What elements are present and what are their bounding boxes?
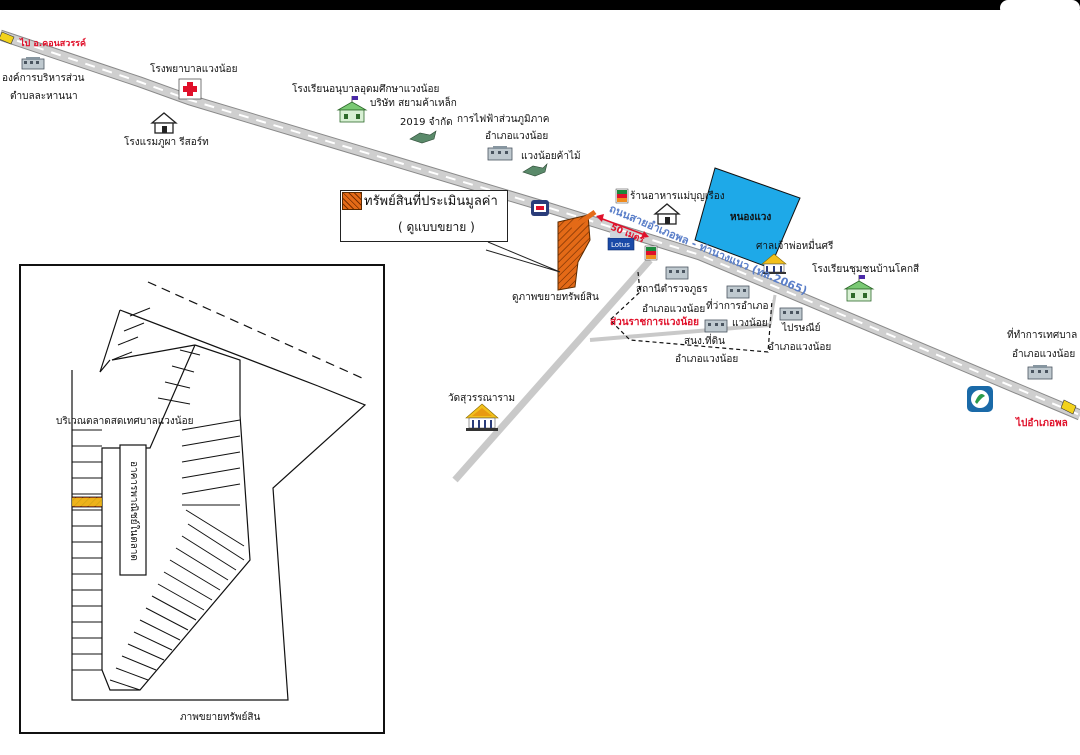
legend-property-swatch xyxy=(342,192,362,210)
inset-parking-left xyxy=(72,429,102,671)
label-lotus: Lotus xyxy=(611,241,630,249)
hospital-icon xyxy=(178,78,202,100)
legend-pointer xyxy=(485,241,561,273)
label-land-office: สนง.ที่ดิน xyxy=(684,336,725,347)
label-police: สถานีตำรวจภูธร xyxy=(636,284,708,295)
label-steel-company-2: 2019 จำกัด xyxy=(400,117,453,128)
label-community-school: โรงเรียนชุมชนบ้านโคกสี xyxy=(812,264,920,275)
shrine-icon xyxy=(761,253,787,274)
label-police-2: อำเภอแวงน้อย xyxy=(642,304,706,315)
municipal-office-icon xyxy=(1027,365,1053,380)
land-office-icon xyxy=(704,319,728,333)
legend-subtitle: ( ดูแบบขยาย ) xyxy=(398,220,475,234)
label-gov-center: ส่วนราชการแวงน้อย xyxy=(610,317,700,328)
label-resort: โรงแรมภูผา รีสอร์ท xyxy=(124,137,209,148)
property-pointer xyxy=(570,209,597,231)
label-district-office-2: แวงน้อย xyxy=(732,318,768,329)
road-end-right xyxy=(1060,399,1077,415)
temple-icon xyxy=(465,403,499,431)
label-timber: แวงน้อยค้าไม้ xyxy=(521,151,581,162)
label-electricity: การไฟฟ้าส่วนภูมิภาค xyxy=(457,114,550,125)
label-shrine: ศาลเจ้าพ่อหมื่นศรี xyxy=(756,241,834,252)
label-post-office-2: อำเภอแวงน้อย xyxy=(768,342,832,353)
legend-title: ทรัพย์สินที่ประเมินมูลค่า xyxy=(364,194,498,209)
inset-parking-upper xyxy=(111,307,241,495)
inset-parking-diagonal xyxy=(109,504,245,691)
school-icon xyxy=(336,96,368,123)
label-restaurant: ร้านอาหารแม่บุญเรือง xyxy=(630,191,725,202)
distance-arrow xyxy=(596,214,649,238)
sao-office-icon xyxy=(21,57,45,70)
label-to-amphoe-phon: ไปอำเภอพล xyxy=(1016,418,1068,429)
lotus-store-icon xyxy=(607,232,635,251)
seven-eleven-icon-2 xyxy=(644,245,658,261)
inset-market-label: บริเวณตลาดสดเทศบาลแวงน้อย xyxy=(56,416,194,427)
gas-station-icon xyxy=(531,200,549,216)
label-kindergarten: โรงเรียนอนุบาลอุดมศึกษาแวงน้อย xyxy=(292,84,440,95)
inset-building-text: อาคารพาณิชย์ในตลาด xyxy=(128,461,139,561)
district-office-icon xyxy=(726,285,750,299)
resort-house-icon xyxy=(150,112,178,134)
legend-box xyxy=(340,190,508,242)
restaurant-house-icon xyxy=(653,203,681,225)
label-temple: วัดสุวรรณาราม xyxy=(448,393,516,404)
label-hospital: โรงพยาบาลแวงน้อย xyxy=(150,64,238,75)
timber-shop-icon xyxy=(522,163,548,177)
label-sao-admin: องค์การบริหารส่วน xyxy=(2,73,85,84)
label-post-office: ไปรษณีย์ xyxy=(782,323,821,334)
label-steel-company: บริษัท สยามค้าเหล็ก xyxy=(370,98,457,109)
road-end-left xyxy=(0,31,15,45)
post-office-icon xyxy=(779,307,803,321)
label-electricity-2: อำเภอแวงน้อย xyxy=(485,131,549,142)
gas-station-icon-2 xyxy=(967,386,993,412)
inset-subject-unit-fill xyxy=(72,498,102,506)
label-pond: หนองแวง xyxy=(730,212,772,223)
side-roads xyxy=(452,257,777,483)
label-to-khon-sawan: ไป อ.คอนสวรรค์ xyxy=(20,39,87,49)
inset-building-box xyxy=(119,444,147,576)
label-district-office: ที่ว่าการอำเภอ xyxy=(706,301,769,312)
label-land-office-2: อำเภอแวงน้อย xyxy=(675,354,739,365)
police-station-icon xyxy=(665,266,689,280)
electricity-office-icon xyxy=(487,146,513,161)
seven-eleven-icon xyxy=(615,188,629,204)
label-municipal-office: ที่ทำการเทศบาล xyxy=(1007,330,1078,341)
top-right-corner xyxy=(1000,0,1080,16)
main-highway xyxy=(0,29,1080,421)
label-municipal-office-2: อำเภอแวงน้อย xyxy=(1012,349,1076,360)
inset-caption: ภาพขยายทรัพย์สิน xyxy=(180,712,261,723)
community-school-icon xyxy=(843,275,875,302)
label-enlarged-view: ดูภาพขยายทรัพย์สิน xyxy=(512,292,599,303)
steel-company-icon xyxy=(409,130,437,144)
label-sao-admin-2: ตำบลละหานนา xyxy=(10,91,78,102)
